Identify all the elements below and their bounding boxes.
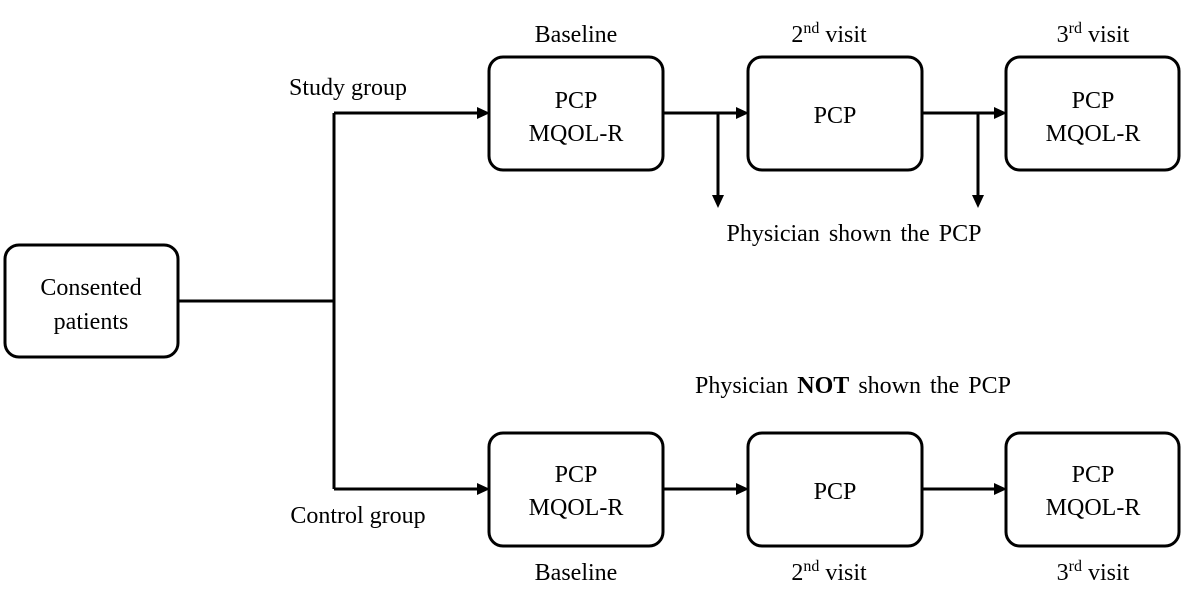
- consented-patients-line1: Consented: [40, 275, 141, 301]
- study-drop-1-head: [712, 195, 724, 208]
- study-2nd-visit-rect: [746, 55, 924, 172]
- control-branch-arrowhead: [477, 483, 490, 495]
- control-group-label: Control group: [290, 503, 425, 529]
- study-branch-arrowhead: [477, 107, 490, 119]
- control-3rd-visit-line2: MQOL-R: [1046, 495, 1141, 521]
- study-2nd-visit-box: 2nd visit PCP: [746, 20, 924, 172]
- control-2nd-visit-heading: 2nd visit: [791, 558, 867, 586]
- study-baseline-heading: Baseline: [535, 22, 618, 48]
- study-3rd-visit-heading: 3rd visit: [1057, 20, 1130, 48]
- control-3rd-visit-heading: 3rd visit: [1057, 558, 1130, 586]
- control-3rd-visit-rect: [1004, 431, 1181, 548]
- control-2nd-visit-box: PCP 2nd visit: [746, 431, 924, 586]
- control-baseline-line2: MQOL-R: [529, 495, 624, 521]
- control-3rd-visit-line1: PCP: [1072, 462, 1115, 488]
- study-group-label: Study group: [289, 75, 407, 101]
- study-arrow-1-head: [736, 107, 749, 119]
- study-baseline-line2: MQOL-R: [529, 121, 624, 147]
- control-physician-note: Physician NOT shown the PCP: [695, 373, 1011, 399]
- study-2nd-visit-line1: PCP: [814, 103, 857, 129]
- study-drop-2-head: [972, 195, 984, 208]
- study-3rd-visit-box: 3rd visit PCP MQOL-R: [1004, 20, 1181, 172]
- control-baseline-heading: Baseline: [535, 560, 618, 586]
- control-baseline-line1: PCP: [555, 462, 598, 488]
- control-2nd-visit-line1: PCP: [814, 479, 857, 505]
- control-arrow-2-head: [994, 483, 1007, 495]
- control-2nd-visit-rect: [746, 431, 924, 548]
- study-3rd-visit-line1: PCP: [1072, 88, 1115, 114]
- study-physician-note: Physician shown the PCP: [726, 221, 981, 247]
- study-baseline-line1: PCP: [555, 88, 598, 114]
- study-baseline-box: Baseline PCP MQOL-R: [487, 22, 665, 172]
- study-arrow-2-head: [994, 107, 1007, 119]
- consented-patients-line2: patients: [54, 309, 129, 335]
- consented-patients-box: Consented patients: [3, 243, 180, 359]
- study-3rd-visit-rect: [1004, 55, 1181, 172]
- study-baseline-rect: [487, 55, 665, 172]
- control-baseline-box: PCP MQOL-R Baseline: [487, 431, 665, 586]
- control-baseline-rect: [487, 431, 665, 548]
- control-3rd-visit-box: PCP MQOL-R 3rd visit: [1004, 431, 1181, 586]
- connectors: [179, 107, 1007, 495]
- study-2nd-visit-heading: 2nd visit: [791, 20, 867, 48]
- consented-patients-rect: [3, 243, 180, 359]
- control-arrow-1-head: [736, 483, 749, 495]
- study-3rd-visit-line2: MQOL-R: [1046, 121, 1141, 147]
